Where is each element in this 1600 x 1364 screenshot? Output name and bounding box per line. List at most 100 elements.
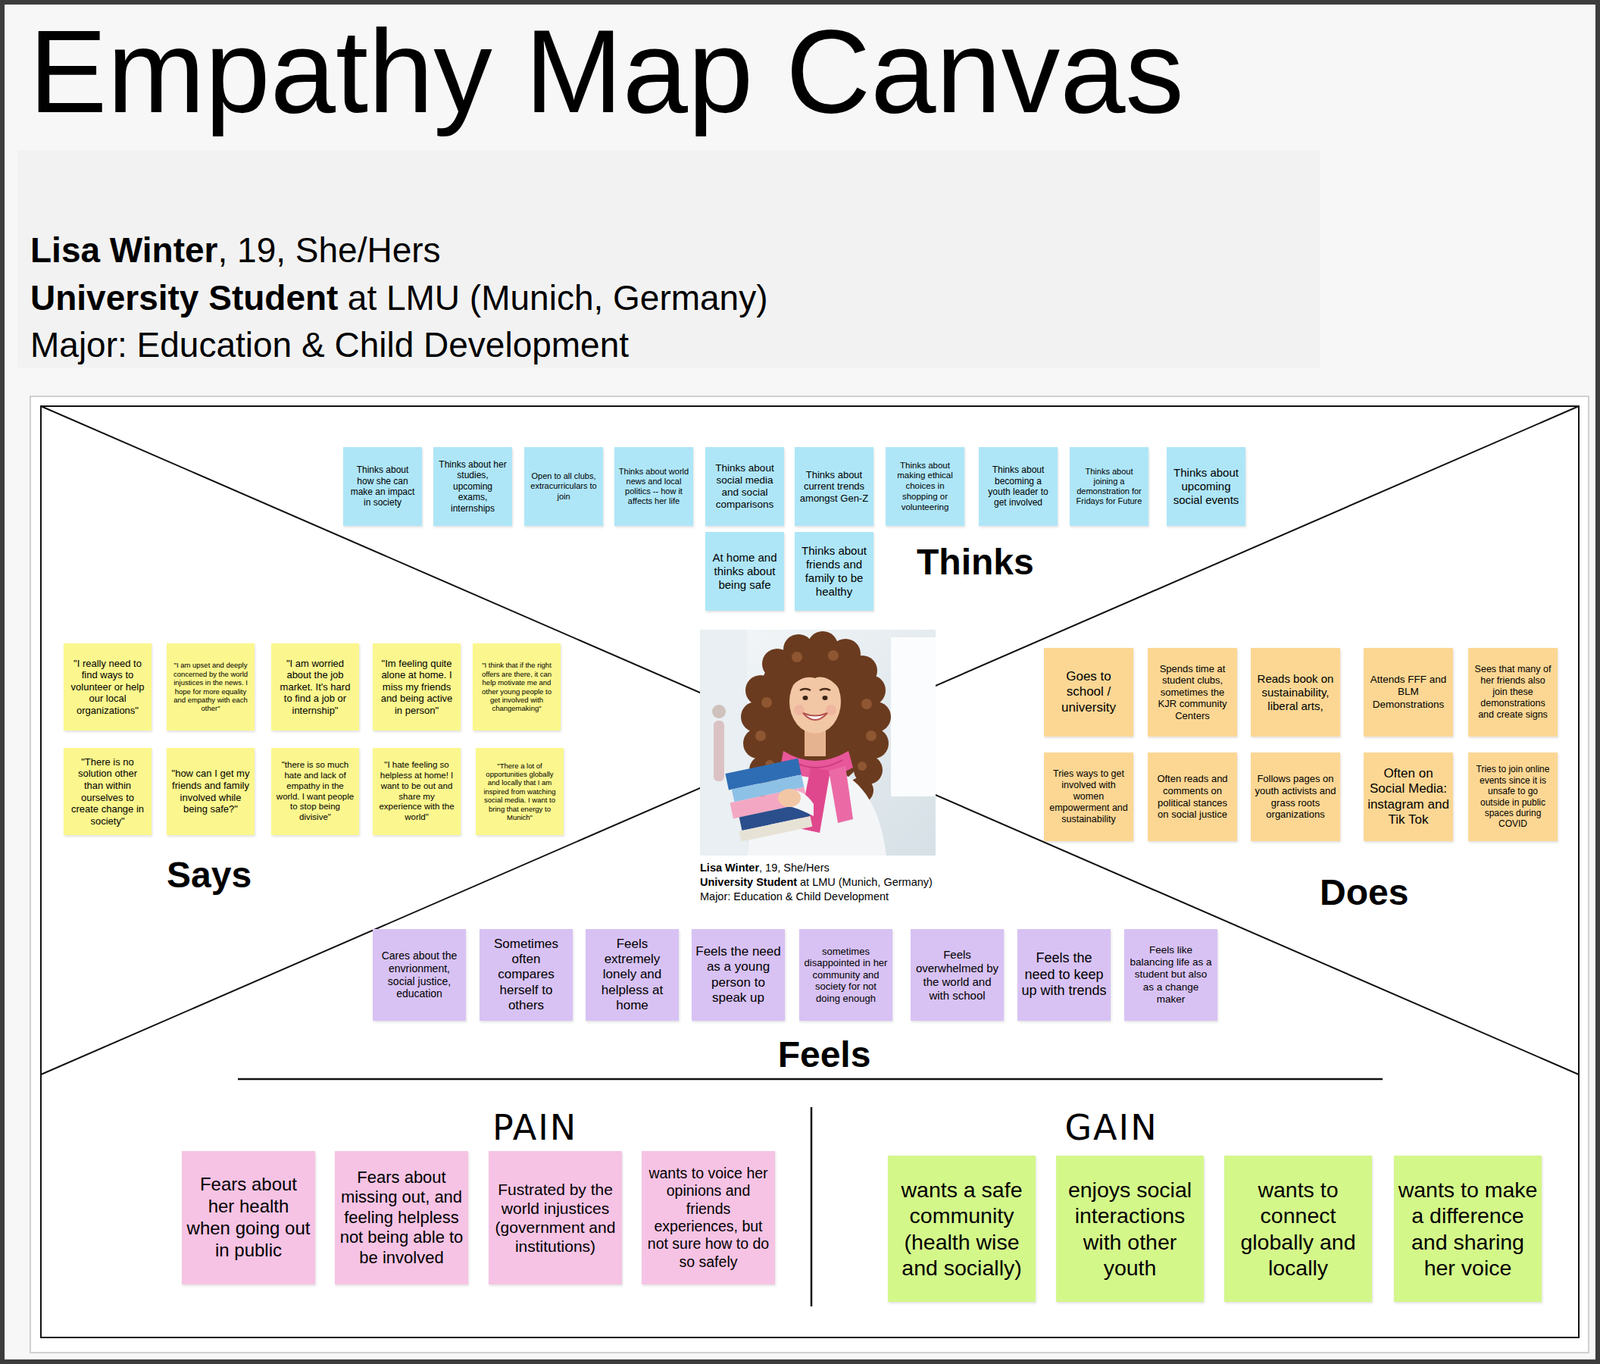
canvas-panel: [30, 396, 1589, 1353]
header-line: Lisa Winter, 19, She/Hers: [30, 228, 441, 272]
sticky-note: "There is no solution other than within …: [63, 747, 152, 835]
header-line: University Studentat LMU (Munich, German…: [30, 276, 769, 319]
note-text: "I hate feeling so helpless at home! I w…: [376, 759, 457, 823]
section-label: Does: [1319, 869, 1409, 916]
sticky-note: wants a safe community (health wise and …: [887, 1155, 1036, 1302]
sticky-note: "Im feeling quite alone at home. I miss …: [372, 643, 461, 731]
sticky-note: Thinks about becoming a youth leader to …: [978, 446, 1058, 526]
sticky-note: "I hate feeling so helpless at home! I w…: [372, 747, 461, 835]
note-text: wants to voice her opinions and friends …: [645, 1164, 772, 1271]
sticky-note: Feels the need to keep up with trends: [1017, 928, 1111, 1021]
sticky-note: Open to all clubs, extracurriculars to j…: [524, 446, 604, 526]
sticky-note: "there is so much hate and lack of empat…: [271, 747, 360, 835]
photo-caption: Major: Education & Child Development: [700, 890, 889, 903]
note-text: Thinks about social media and social com…: [709, 462, 781, 512]
note-text: "I am upset and deeply concerned by the …: [170, 660, 251, 713]
sticky-note: wants to voice her opinions and friends …: [641, 1150, 775, 1285]
feels-underline: [237, 1078, 1383, 1081]
diagonal-line: [40, 406, 1579, 1075]
sticky-note: Feels extremely lonely and helpless at h…: [585, 928, 679, 1021]
section-label: PAIN: [443, 1106, 626, 1149]
note-text: Feels the need as a young person to spea…: [695, 943, 782, 1007]
note-text: Attends FFF and BLM Demonstrations: [1367, 673, 1450, 711]
sticky-note: Thinks about joining a demonstration for…: [1069, 446, 1149, 526]
diagram-title: Empathy Map Canvas: [28, 7, 1185, 138]
note-text: Fears about missing out, and feeling hel…: [338, 1167, 465, 1268]
note-text: Reads book on sustainability, liberal ar…: [1254, 671, 1337, 713]
sticky-note: Follows pages on youth activists and gra…: [1250, 752, 1341, 841]
sticky-note: Reads book on sustainability, liberal ar…: [1250, 647, 1341, 737]
note-text: Often reads and comments on political st…: [1151, 772, 1234, 820]
section-label: GAIN: [1020, 1106, 1203, 1149]
header-line: Major: Education & Child Development: [30, 323, 629, 366]
photo-caption: at LMU (Munich, Germany): [800, 875, 933, 888]
note-text: "I am worried about the job market. It's…: [275, 657, 356, 717]
note-text: Thinks about joining a demonstration for…: [1073, 466, 1145, 507]
note-text: wants to connect globally and locally: [1228, 1176, 1369, 1281]
note-text: Tries ways to get involved with women em…: [1047, 768, 1130, 825]
sticky-note: Feels overwhelmed by the world and with …: [910, 928, 1004, 1021]
sticky-note: Sees that many of her friends also join …: [1468, 647, 1558, 737]
sticky-note: Thinks about making ethical choices in s…: [885, 446, 965, 526]
portrait-illustration: [700, 629, 936, 856]
note-text: wants to make a difference and sharing h…: [1397, 1176, 1538, 1281]
sticky-note: "I really need to find ways to volunteer…: [63, 643, 152, 731]
note-text: Often on Social Media: instagram and Tik…: [1367, 765, 1450, 829]
sticky-note: Thinks about upcoming social events: [1166, 446, 1246, 526]
note-text: "Im feeling quite alone at home. I miss …: [376, 657, 457, 717]
note-text: enjoys social interactions with other yo…: [1059, 1176, 1200, 1281]
sticky-note: enjoys social interactions with other yo…: [1056, 1155, 1204, 1302]
photo-caption-line: Lisa Winter, 19, She/Hers: [700, 860, 830, 875]
note-text: Feels like balancing life as a student b…: [1128, 943, 1214, 1006]
section-label: Thinks: [916, 539, 1035, 585]
sticky-note: Thinks about how she can make an impact …: [343, 446, 422, 526]
note-text: Feels the need to keep up with trends: [1021, 950, 1107, 1000]
header-text: University Student: [30, 278, 338, 318]
sticky-note: Spends time at student clubs, sometimes …: [1147, 647, 1238, 737]
sticky-note: "I am upset and deeply concerned by the …: [166, 643, 255, 731]
note-text: Thinks about how she can make an impact …: [346, 464, 419, 509]
profile-header: Lisa Winter, 19, She/HersUniversity Stud…: [17, 150, 1320, 368]
sticky-note: Fears about missing out, and feeling hel…: [334, 1150, 469, 1285]
sticky-note: "how can I get my friends and family inv…: [166, 747, 255, 835]
diagonal-line: [40, 406, 1579, 1075]
header-text: Lisa Winter: [30, 230, 219, 270]
note-text: Feels extremely lonely and helpless at h…: [589, 936, 675, 1014]
note-text: Thinks about friends and family to be he…: [798, 543, 870, 599]
sticky-note: Often reads and comments on political st…: [1147, 752, 1238, 841]
sticky-note: sometimes disappointed in her community …: [799, 928, 893, 1021]
sticky-note: Thinks about world news and local politi…: [614, 446, 694, 526]
note-text: Fears about her health when going out in…: [185, 1173, 312, 1261]
note-text: At home and thinks about being safe: [709, 550, 781, 592]
note-text: "there is so much hate and lack of empat…: [275, 759, 356, 823]
header-text: at LMU (Munich, Germany): [347, 278, 769, 318]
note-text: Goes to school / university: [1047, 668, 1130, 716]
note-text: Follows pages on youth activists and gra…: [1254, 772, 1337, 820]
map-frame: [40, 406, 1579, 1338]
sticky-note: "I think that if the right offers are th…: [472, 643, 561, 731]
photo-caption: University Student: [700, 875, 797, 888]
sticky-note: wants to connect globally and locally: [1224, 1155, 1372, 1302]
sticky-note: Fears about her health when going out in…: [181, 1150, 316, 1285]
photo-caption: , 19, She/Hers: [759, 861, 830, 874]
note-text: "There a lot of opportunities globally a…: [479, 761, 560, 822]
note-text: "I think that if the right offers are th…: [476, 660, 557, 713]
sticky-note: Thinks about her studies, upcoming exams…: [433, 446, 513, 526]
photo-caption: Lisa Winter: [700, 861, 760, 874]
sticky-note: Feels like balancing life as a student b…: [1124, 928, 1218, 1021]
section-label: Says: [166, 852, 252, 898]
note-text: Spends time at student clubs, sometimes …: [1151, 662, 1234, 722]
note-text: Thinks about becoming a youth leader to …: [982, 464, 1054, 509]
sticky-note: Tries to join online events since it is …: [1468, 752, 1558, 841]
note-text: "how can I get my friends and family inv…: [170, 767, 251, 815]
note-text: Thinks about current trends amongst Gen-…: [798, 468, 870, 505]
pain-gain-divider: [810, 1106, 813, 1307]
sticky-note: Often on Social Media: instagram and Tik…: [1363, 752, 1454, 841]
sticky-note: Fustrated by the world injustices (gover…: [488, 1150, 622, 1285]
photo-caption-line: Major: Education & Child Development: [700, 889, 889, 904]
note-text: Thinks about her studies, upcoming exams…: [437, 459, 509, 514]
sticky-note: Thinks about friends and family to be he…: [794, 531, 874, 611]
note-text: "There is no solution other than within …: [67, 756, 148, 828]
note-text: Open to all clubs, extracurriculars to j…: [528, 471, 600, 502]
